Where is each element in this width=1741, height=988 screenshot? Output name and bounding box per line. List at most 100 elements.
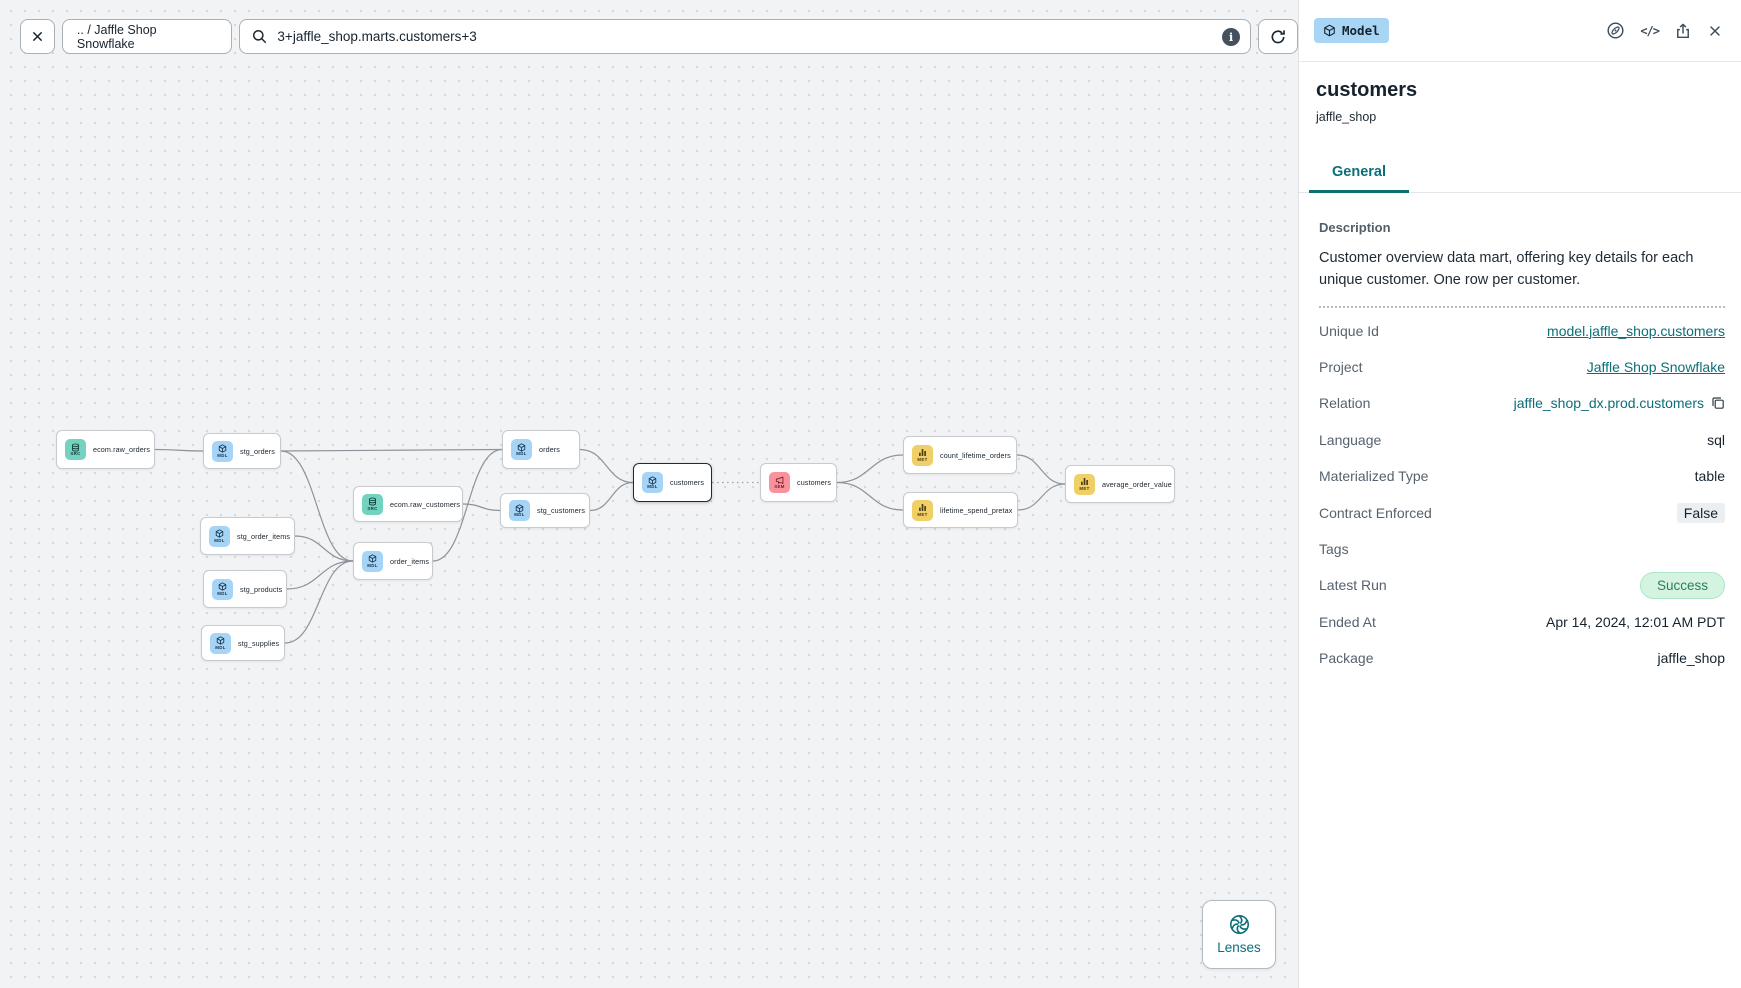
info-icon[interactable]: i bbox=[1222, 27, 1241, 46]
breadcrumb-label: .. / Jaffle Shop Snowflake bbox=[76, 22, 157, 51]
open-in-explorer-button[interactable] bbox=[1606, 21, 1625, 40]
field-label: Latest Run bbox=[1319, 577, 1387, 594]
edge-customers_sem-count_lifetime_orders bbox=[836, 454, 904, 484]
refresh-button[interactable] bbox=[1258, 19, 1298, 54]
details-panel: Model </> customers jaffle_shop General … bbox=[1298, 0, 1741, 988]
relation-text: jaffle_shop_dx.prod.customers bbox=[1513, 395, 1704, 412]
edge-order_items-orders bbox=[432, 448, 503, 562]
edge-stg_products-order_items bbox=[286, 560, 354, 590]
share-button[interactable] bbox=[1674, 22, 1692, 40]
field-label: Tags bbox=[1319, 541, 1349, 558]
bar-chart-icon: MET bbox=[1074, 473, 1095, 495]
field-row-latest-run: Latest Run Success bbox=[1319, 567, 1725, 603]
search-icon bbox=[253, 29, 267, 44]
tab-general[interactable]: General bbox=[1309, 155, 1409, 193]
edge-lifetime_spend_pretax-average_order_value bbox=[1017, 483, 1066, 511]
dag-node-raw_orders[interactable]: SRC ecom.raw_orders bbox=[56, 430, 155, 469]
cube-icon: MDL bbox=[209, 525, 230, 547]
field-value-link[interactable]: model.jaffle_shop.customers bbox=[1547, 322, 1725, 339]
field-value: jaffle_shop bbox=[1657, 650, 1725, 667]
database-icon: SRC bbox=[65, 439, 86, 460]
refresh-icon bbox=[1271, 29, 1285, 43]
lineage-search[interactable]: i bbox=[239, 19, 1252, 54]
bar-chart-icon: MET bbox=[912, 499, 933, 521]
cube-icon bbox=[1324, 24, 1335, 37]
dag-node-stg_order_items[interactable]: MDL stg_order_items bbox=[200, 517, 295, 555]
search-input[interactable] bbox=[277, 29, 1214, 44]
lenses-aperture-icon bbox=[1229, 914, 1249, 935]
field-row-tags: Tags bbox=[1319, 531, 1725, 567]
field-value: Apr 14, 2024, 12:01 AM PDT bbox=[1546, 613, 1725, 630]
description-section-label: Description bbox=[1319, 220, 1391, 235]
status-badge[interactable]: Success bbox=[1639, 571, 1725, 599]
node-label: ecom.raw_orders bbox=[93, 445, 151, 454]
edge-count_lifetime_orders-average_order_value bbox=[1016, 454, 1066, 485]
node-label: customers bbox=[797, 478, 832, 487]
cube-icon: MDL bbox=[212, 440, 233, 462]
edge-stg_customers-customers_mdl bbox=[589, 481, 634, 512]
dag-edges bbox=[154, 448, 1066, 644]
bar-chart-icon: MET bbox=[912, 444, 933, 466]
model-package-subtitle: jaffle_shop bbox=[1316, 110, 1377, 124]
field-value-link[interactable]: Jaffle Shop Snowflake bbox=[1586, 359, 1725, 376]
node-label: stg_order_items bbox=[237, 531, 291, 541]
node-label: count_lifetime_orders bbox=[940, 450, 1011, 460]
field-label: Language bbox=[1319, 431, 1382, 448]
database-icon: SRC bbox=[362, 493, 383, 515]
field-value: sql bbox=[1707, 431, 1725, 448]
node-label: average_order_value bbox=[1102, 479, 1172, 489]
close-panel-button[interactable] bbox=[1707, 23, 1723, 39]
edge-stg_orders-order_items bbox=[280, 450, 354, 562]
lenses-label: Lenses bbox=[1217, 940, 1261, 955]
node-label: ecom.raw_customers bbox=[390, 499, 461, 509]
field-label: Contract Enforced bbox=[1319, 504, 1432, 521]
cube-icon: MDL bbox=[509, 500, 530, 521]
close-icon bbox=[1710, 25, 1720, 36]
close-lineage-button[interactable] bbox=[20, 19, 55, 54]
dag-node-count_lifetime_orders[interactable]: MET count_lifetime_orders bbox=[903, 436, 1017, 474]
node-label: order_items bbox=[390, 556, 430, 566]
field-label: Package bbox=[1319, 650, 1374, 667]
edge-stg_supplies-order_items bbox=[284, 560, 354, 644]
panel-header: Model </> bbox=[1299, 0, 1741, 62]
breadcrumb[interactable]: .. / Jaffle Shop Snowflake bbox=[61, 19, 233, 54]
megaphone-icon: SEM bbox=[769, 472, 790, 493]
view-code-button[interactable]: </> bbox=[1640, 23, 1660, 38]
cube-icon: MDL bbox=[642, 472, 663, 493]
node-label: stg_orders bbox=[240, 446, 275, 456]
dag-node-stg_orders[interactable]: MDL stg_orders bbox=[203, 433, 281, 469]
edge-stg_order_items-order_items bbox=[294, 535, 354, 562]
resource-type-badge: Model bbox=[1314, 18, 1389, 43]
node-label: lifetime_spend_pretax bbox=[940, 505, 1013, 515]
cube-icon: MDL bbox=[210, 632, 231, 654]
divider bbox=[1319, 305, 1725, 308]
dag-node-customers_sem[interactable]: SEM customers bbox=[760, 463, 837, 502]
title-block: customers jaffle_shop bbox=[1299, 62, 1741, 124]
lenses-button[interactable]: Lenses bbox=[1202, 900, 1276, 969]
field-row-contract-enforced: Contract Enforced False bbox=[1319, 494, 1725, 530]
field-value-relation: jaffle_shop_dx.prod.customers bbox=[1514, 395, 1725, 411]
dag-node-average_order_value[interactable]: MET average_order_value bbox=[1065, 465, 1175, 503]
node-label: stg_products bbox=[240, 584, 283, 594]
field-label: Unique Id bbox=[1319, 322, 1379, 339]
field-row-package: Package jaffle_shop bbox=[1319, 640, 1725, 676]
share-icon bbox=[1677, 23, 1689, 38]
dag-node-lifetime_spend_pretax[interactable]: MET lifetime_spend_pretax bbox=[903, 492, 1018, 528]
copy-icon[interactable] bbox=[1711, 396, 1725, 410]
contract-enforced-badge: False bbox=[1676, 502, 1725, 523]
field-row-language: Language sql bbox=[1319, 422, 1725, 458]
dag-node-raw_customers[interactable]: SRC ecom.raw_customers bbox=[353, 486, 463, 522]
dag-node-stg_products[interactable]: MDL stg_products bbox=[203, 570, 287, 608]
cube-icon: MDL bbox=[212, 578, 233, 600]
field-row-unique-id: Unique Id model.jaffle_shop.customers bbox=[1319, 313, 1725, 349]
resource-type-label: Model bbox=[1342, 23, 1380, 38]
